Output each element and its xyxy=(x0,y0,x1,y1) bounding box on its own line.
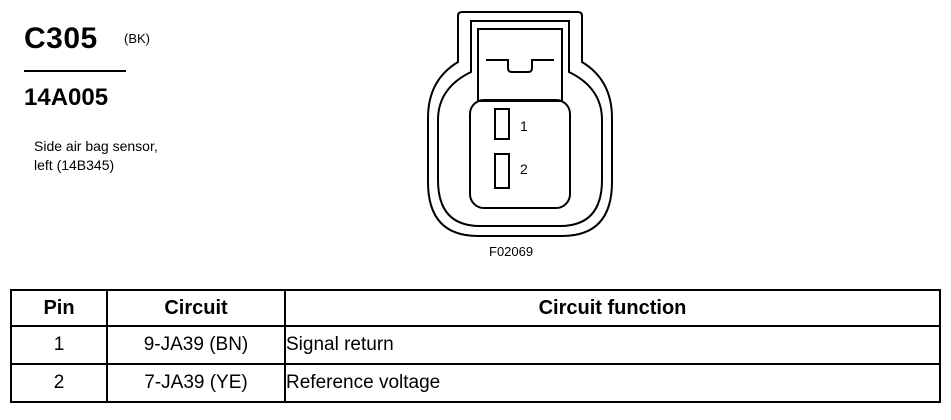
description-line-2: left (14B345) xyxy=(34,157,115,173)
connector-color: (BK) xyxy=(124,31,150,46)
cell-circuit: 9-JA39 (BN) xyxy=(106,325,286,365)
pin-label-1: 1 xyxy=(520,118,528,134)
cell-function: Reference voltage xyxy=(284,363,941,403)
connector-id: C305 xyxy=(24,22,98,55)
table-header-row: Pin Circuit Circuit function xyxy=(10,289,941,327)
component-description: Side air bag sensor, left (14B345) xyxy=(34,137,158,175)
terminal-body xyxy=(469,99,571,209)
pin-cavity-1 xyxy=(494,108,510,140)
title-rule xyxy=(24,70,126,72)
latch-outline xyxy=(477,28,563,102)
housing-inner-outline xyxy=(437,20,603,227)
header-circuit-function: Circuit function xyxy=(284,289,941,327)
latch-tab xyxy=(486,59,554,73)
header-circuit: Circuit xyxy=(106,289,286,327)
header-pin: Pin xyxy=(10,289,108,327)
cell-function: Signal return xyxy=(284,325,941,365)
figure-reference: F02069 xyxy=(489,244,534,259)
connector-face-diagram: 1 2 xyxy=(427,11,613,237)
table-row: 2 7-JA39 (YE) Reference voltage xyxy=(10,363,941,403)
part-number: 14A005 xyxy=(24,84,109,111)
pin-label-2: 2 xyxy=(520,161,528,177)
cell-pin: 1 xyxy=(10,325,108,365)
cell-circuit: 7-JA39 (YE) xyxy=(106,363,286,403)
description-line-1: Side air bag sensor, xyxy=(34,138,158,154)
pin-cavity-2 xyxy=(494,153,510,189)
housing-outer-outline xyxy=(427,11,613,237)
pin-table: Pin Circuit Circuit function 1 9-JA39 (B… xyxy=(10,289,941,403)
table-row: 1 9-JA39 (BN) Signal return xyxy=(10,325,941,365)
cell-pin: 2 xyxy=(10,363,108,403)
